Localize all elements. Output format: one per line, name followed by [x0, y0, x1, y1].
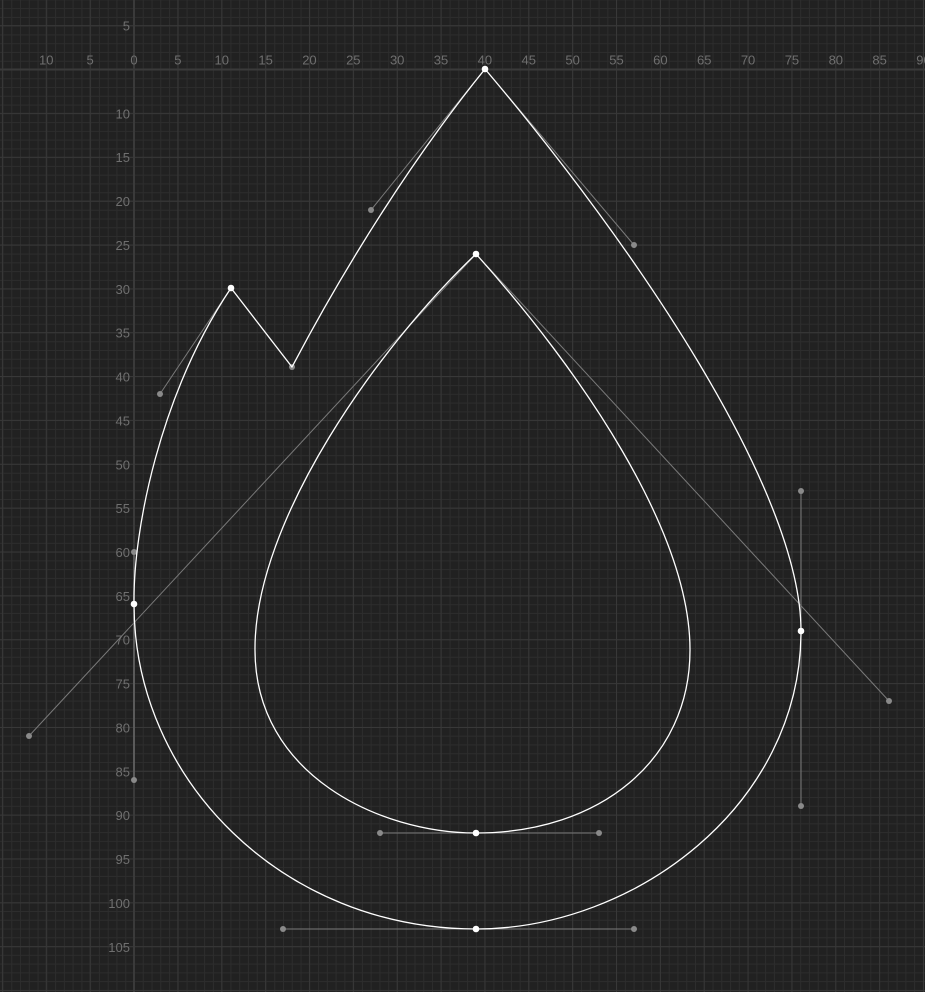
x-tick-label: 50 — [565, 53, 579, 68]
control-point-handle[interactable] — [280, 926, 286, 932]
x-tick-label: 85 — [872, 53, 886, 68]
anchor-point[interactable] — [472, 925, 480, 933]
y-tick-label: 50 — [116, 457, 130, 472]
y-tick-label: 105 — [108, 940, 130, 955]
x-tick-label: 80 — [829, 53, 843, 68]
anchor-points[interactable] — [130, 65, 805, 933]
x-tick-label: 65 — [697, 53, 711, 68]
x-tick-label: 70 — [741, 53, 755, 68]
y-ruler-ticks: 5 10 15 20 25 30 35 40 45 50 55 60 65 70 75 80 85 90 95 100… — [108, 19, 130, 955]
x-tick-label: 30 — [390, 53, 404, 68]
y-tick-label: 65 — [116, 589, 130, 604]
x-tick-label: 25 — [346, 53, 360, 68]
y-tick-label: 10 — [116, 106, 130, 121]
control-point-handle[interactable] — [631, 242, 637, 248]
x-ruler-ticks: 105051015202530354045505560657075808590 — [39, 53, 925, 68]
y-tick-label: 60 — [116, 545, 130, 560]
y-tick-label: 95 — [116, 852, 130, 867]
control-point-handle[interactable] — [131, 549, 137, 555]
x-tick-label: 0 — [130, 53, 137, 68]
y-tick-label: 15 — [116, 150, 130, 165]
y-tick-label: 25 — [116, 238, 130, 253]
control-point-handle[interactable] — [886, 698, 892, 704]
bezier-handles[interactable] — [26, 68, 892, 932]
control-point-handle[interactable] — [157, 391, 163, 397]
y-tick-label: 100 — [108, 896, 130, 911]
x-tick-label: 40 — [478, 53, 492, 68]
x-tick-label: 45 — [522, 53, 536, 68]
x-tick-label: 10 — [39, 53, 53, 68]
y-tick-label: 40 — [116, 370, 130, 385]
control-point-handle[interactable] — [798, 488, 804, 494]
anchor-point[interactable] — [227, 284, 235, 292]
control-point-handle[interactable] — [798, 803, 804, 809]
x-tick-label: 75 — [785, 53, 799, 68]
x-tick-label: 90 — [916, 53, 925, 68]
x-tick-label: 20 — [302, 53, 316, 68]
y-tick-label: 55 — [116, 501, 130, 516]
anchor-point[interactable] — [472, 829, 480, 837]
y-tick-label: 5 — [123, 19, 130, 34]
control-point-handle[interactable] — [377, 830, 383, 836]
x-tick-label: 10 — [214, 53, 228, 68]
control-point-handle[interactable] — [131, 777, 137, 783]
y-tick-label: 70 — [116, 633, 130, 648]
x-tick-label: 55 — [609, 53, 623, 68]
x-tick-label: 15 — [258, 53, 272, 68]
y-tick-label: 30 — [116, 282, 130, 297]
control-point-handle[interactable] — [596, 830, 602, 836]
y-tick-label: 85 — [116, 764, 130, 779]
control-point-handle[interactable] — [368, 207, 374, 213]
anchor-point[interactable] — [797, 627, 805, 635]
y-tick-label: 75 — [116, 677, 130, 692]
handle-line — [475, 253, 890, 702]
shape-paths[interactable] — [133, 67, 802, 930]
flame-outer-path[interactable] — [133, 67, 802, 930]
x-tick-label: 5 — [87, 53, 94, 68]
y-tick-label: 20 — [116, 194, 130, 209]
x-tick-label: 35 — [434, 53, 448, 68]
y-tick-label: 45 — [116, 413, 130, 428]
anchor-point[interactable] — [472, 250, 480, 258]
control-point-handle[interactable] — [631, 926, 637, 932]
y-tick-label: 35 — [116, 326, 130, 341]
y-tick-label: 90 — [116, 808, 130, 823]
flame-inner-path[interactable] — [254, 253, 691, 834]
anchor-point[interactable] — [130, 600, 138, 608]
x-tick-label: 5 — [174, 53, 181, 68]
y-tick-label: 80 — [116, 720, 130, 735]
anchor-point[interactable] — [481, 65, 489, 73]
x-tick-label: 60 — [653, 53, 667, 68]
control-point-handle[interactable] — [26, 733, 32, 739]
